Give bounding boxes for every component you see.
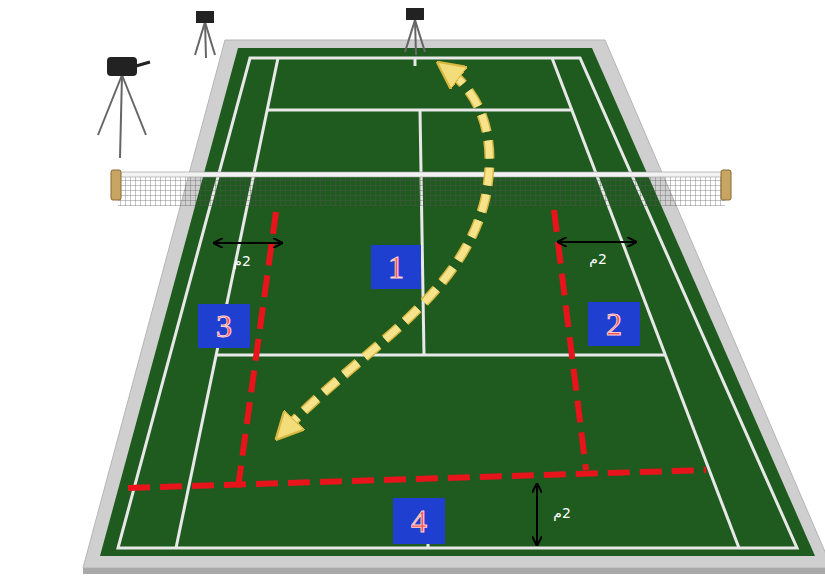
dimension-arrow xyxy=(214,242,636,545)
dimension-label: 2م xyxy=(589,252,607,267)
zone-number-box: 1 xyxy=(371,245,421,289)
ball-path xyxy=(285,70,490,430)
dimension-label: 2م xyxy=(553,506,571,521)
zone-number: 1 xyxy=(388,251,404,283)
zone-number: 3 xyxy=(216,310,232,342)
zone-number-box: 2 xyxy=(588,302,640,346)
zone-number-box: 3 xyxy=(198,304,250,348)
camera-tripod xyxy=(98,9,425,158)
zone-boundary xyxy=(128,210,706,488)
court-lines xyxy=(118,58,797,548)
zone-number: 2 xyxy=(606,308,622,340)
dimension-label: 2م xyxy=(233,254,251,269)
surround-edge xyxy=(83,568,825,574)
court-surface xyxy=(100,48,815,556)
ball-path xyxy=(285,70,490,430)
zone-number-box: 4 xyxy=(393,498,445,544)
zone-number: 4 xyxy=(411,505,427,537)
tennis-net xyxy=(111,170,731,206)
court-surround xyxy=(83,40,825,568)
